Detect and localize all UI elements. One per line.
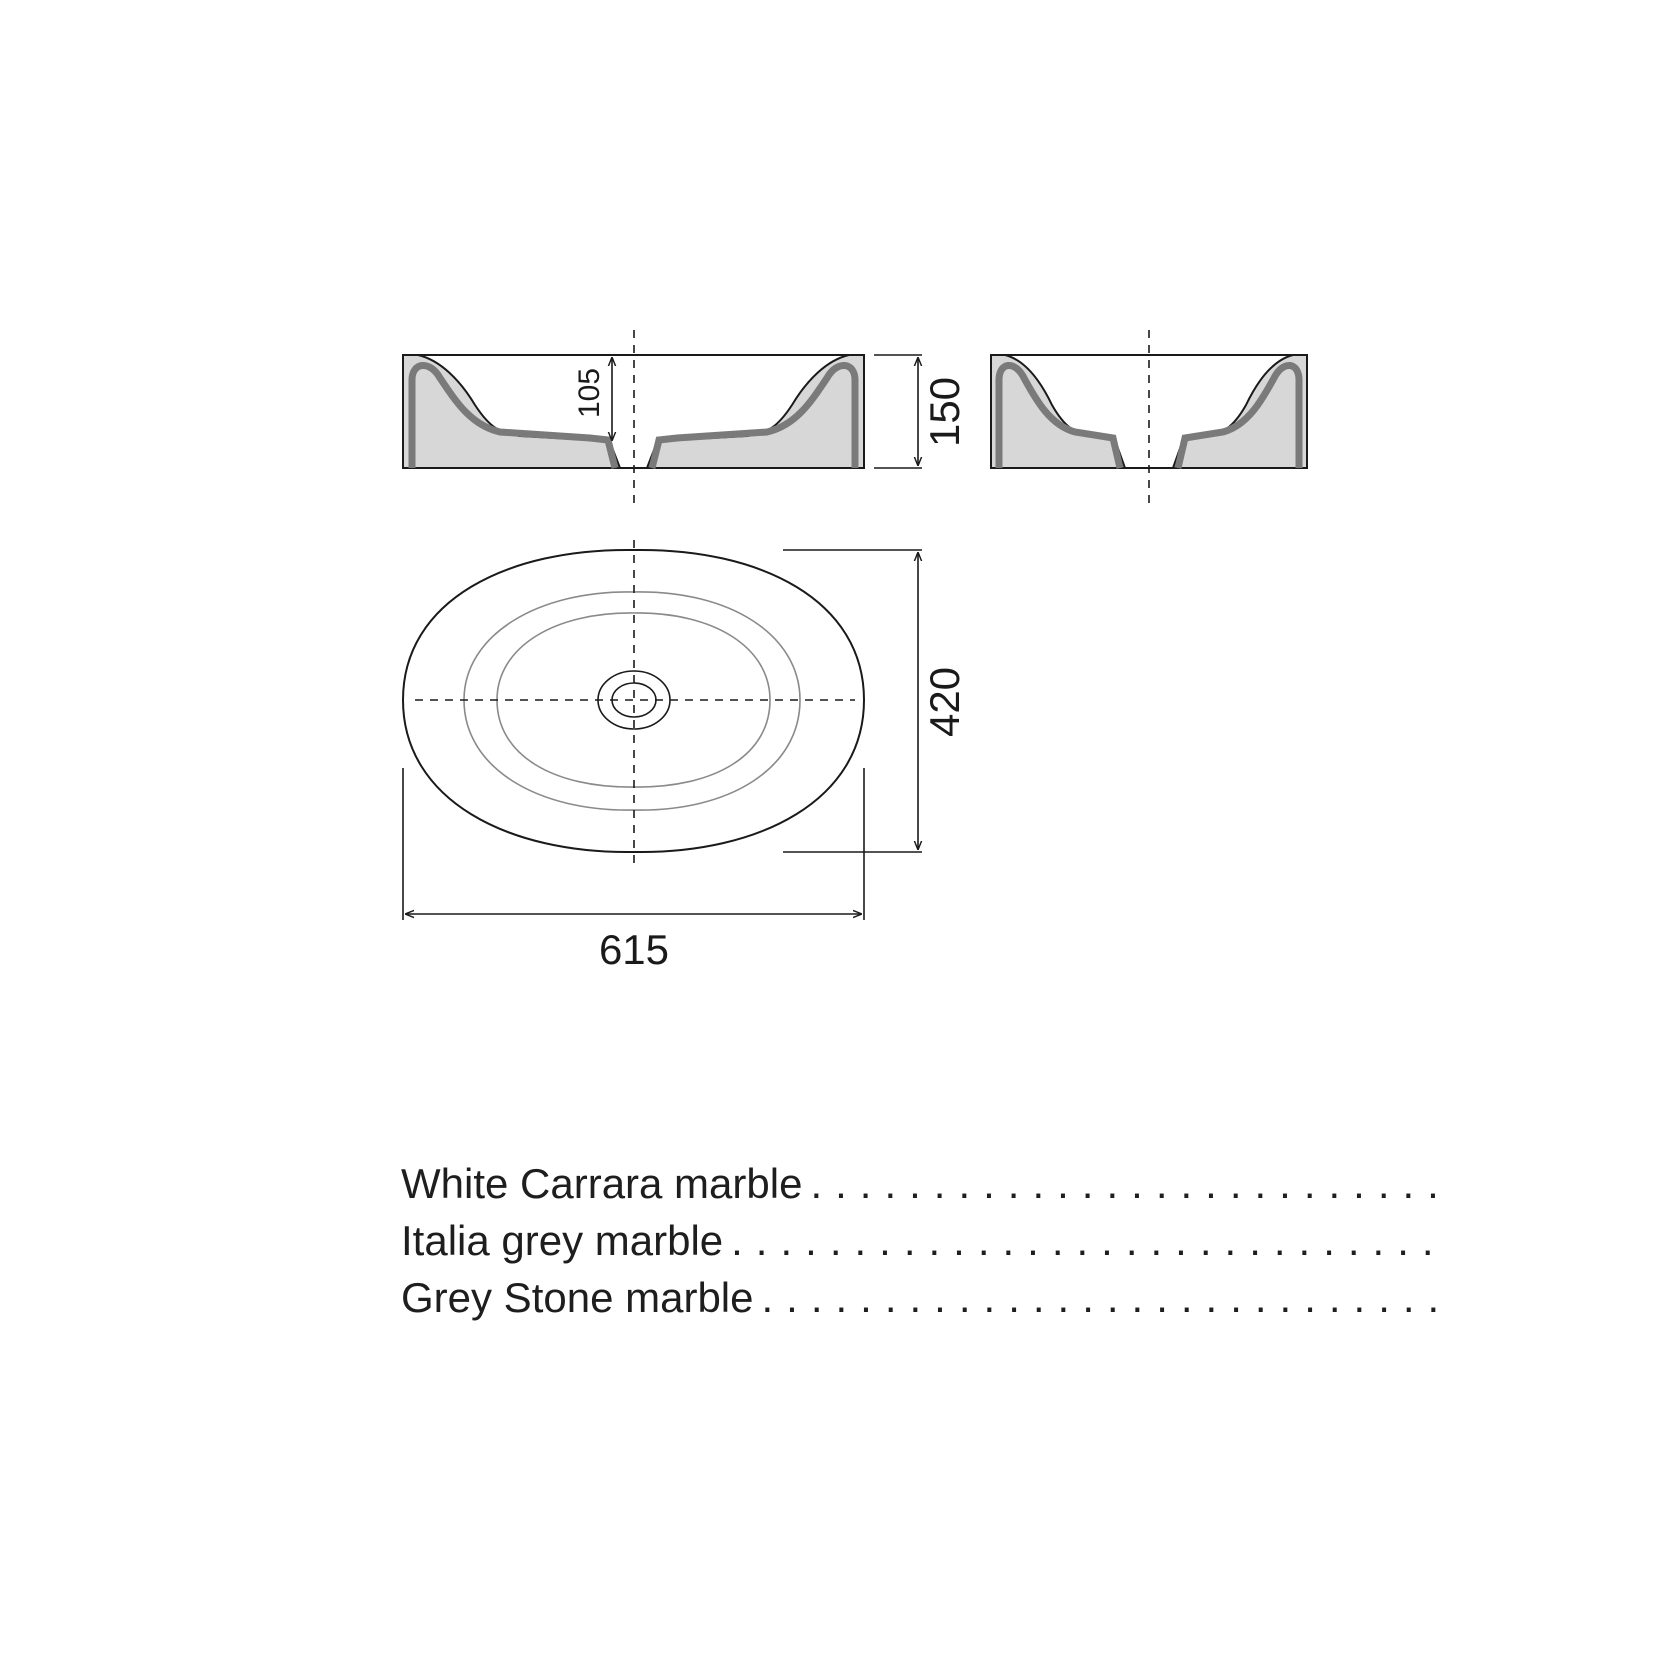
plan-view: 420 615 — [401, 540, 968, 973]
material-label: Italia grey marble — [401, 1217, 724, 1264]
dim-width: 615 — [599, 926, 669, 973]
material-option: Italia grey marble .....................… — [401, 1217, 1441, 1274]
material-option: Grey Stone marble ......................… — [401, 1274, 1441, 1331]
side-section-view — [990, 330, 1308, 505]
material-list: White Carrara marble ...................… — [401, 1160, 1441, 1331]
side-right-wall-section — [1171, 354, 1308, 469]
leader-dots: ........................................… — [761, 1274, 1442, 1321]
inner-rim — [463, 591, 801, 811]
material-option: White Carrara marble ...................… — [401, 1160, 1441, 1217]
side-left-wall-section — [990, 354, 1127, 469]
material-label: White Carrara marble — [401, 1160, 803, 1207]
material-label: Grey Stone marble — [401, 1274, 754, 1321]
front-section-view: 105 150 — [402, 330, 968, 505]
leader-dots: ........................................… — [810, 1160, 1441, 1207]
dim-inner-depth: 105 — [573, 368, 606, 418]
leader-dots: ........................................… — [731, 1217, 1441, 1264]
dim-depth: 420 — [921, 667, 968, 737]
outer-rim — [401, 548, 866, 854]
dim-total-height: 150 — [921, 377, 968, 447]
